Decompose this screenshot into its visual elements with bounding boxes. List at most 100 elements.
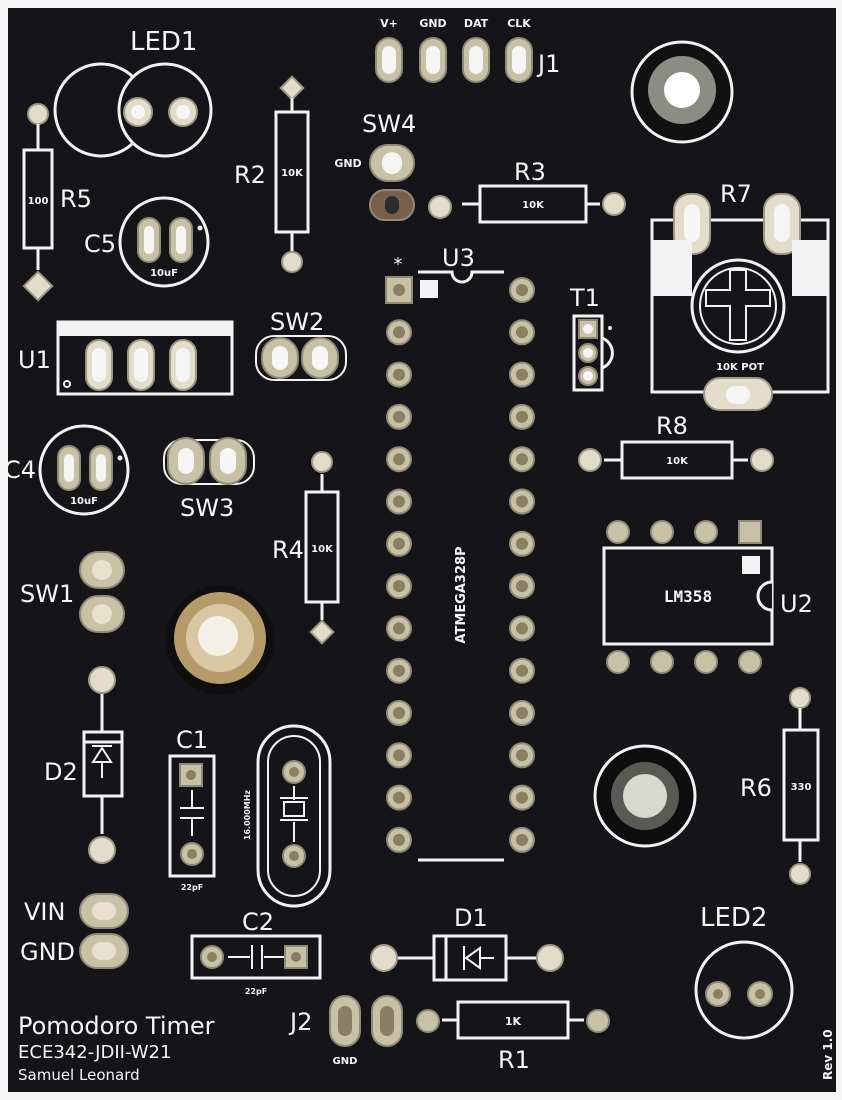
u3-pin-hole: [516, 453, 528, 466]
pcb-board: [8, 8, 836, 1092]
c4-label: C4: [4, 456, 36, 484]
u3-pin-hole: [516, 749, 528, 762]
c5-label: C5: [84, 230, 116, 258]
u3-label: U3: [442, 244, 475, 272]
u3-pin-hole: [516, 664, 528, 677]
power-input: VIN GND: [20, 893, 129, 969]
u3-pin-hole: [393, 453, 405, 466]
sw2-switch: SW2: [255, 308, 347, 381]
r5-resistor: 100 R5: [22, 103, 92, 302]
r7-potentiometer: R7 10K POT: [650, 180, 830, 411]
u3-pin-hole: [393, 537, 405, 550]
u3-pin-hole: [393, 410, 405, 423]
u3-pin-hole: [393, 664, 405, 677]
board-info: Pomodoro Timer ECE342-JDII-W21 Samuel Le…: [18, 1012, 835, 1084]
j2-header: J2 GND: [288, 995, 403, 1067]
led1-footprint: LED1: [53, 27, 213, 158]
u3-mcu: * U3 ATMEGA328P: [385, 244, 535, 862]
u3-pin-hole: [393, 791, 405, 804]
r8-label: R8: [656, 412, 688, 440]
j1-pin-gnd-label: GND: [419, 17, 446, 30]
u3-pin-hole: [516, 326, 528, 339]
board-course: ECE342-JDII-W21: [18, 1042, 171, 1063]
r6-value: 330: [791, 782, 812, 793]
r8-value: 10K: [666, 456, 689, 467]
u1-label: U1: [18, 346, 51, 374]
u3-pin-hole: [516, 537, 528, 550]
u3-value: ATMEGA328P: [454, 546, 469, 643]
r4-value: 10K: [311, 544, 334, 555]
vin-label: VIN: [24, 898, 65, 926]
j2-gnd-label: GND: [333, 1056, 358, 1067]
u2-opamp: LM358 U2: [602, 520, 813, 674]
mounting-hole-top-right: [630, 40, 734, 144]
sw2-label: SW2: [270, 308, 324, 336]
r2-value: 10K: [281, 168, 304, 179]
led2-footprint: LED2: [694, 903, 794, 1040]
r6-resistor: 330 R6: [740, 687, 820, 885]
gnd-label: GND: [20, 938, 75, 966]
u3-pin-hole: [516, 833, 528, 846]
r7-label: R7: [720, 180, 752, 208]
j1-pin-clk-label: CLK: [507, 17, 531, 30]
crystal: 16.000MHz: [243, 724, 332, 908]
j1-label: J1: [536, 50, 560, 78]
j1-pin-dat-label: DAT: [464, 17, 489, 30]
r5-label: R5: [60, 185, 92, 213]
u3-pin-hole: [516, 707, 528, 719]
j1-pin-vplus-label: V+: [380, 17, 398, 30]
d1-diode: D1: [370, 904, 564, 982]
u3-pin-hole: [393, 833, 405, 846]
crystal-value: 16.000MHz: [243, 790, 252, 841]
led2-label: LED2: [700, 903, 767, 933]
u3-pin-hole: [393, 707, 405, 719]
u2-label: U2: [780, 590, 813, 618]
sw3-switch: SW3: [163, 437, 255, 522]
j2-label: J2: [288, 1008, 312, 1036]
d2-diode: D2: [44, 666, 124, 864]
r8-resistor: R8 10K: [578, 412, 774, 480]
u3-pin-hole: [516, 580, 528, 593]
c2-value: 22pF: [245, 987, 267, 996]
u3-pin-hole: [393, 495, 405, 508]
c2-capacitor: C2 22pF: [190, 908, 322, 996]
u3-pin-hole: [516, 410, 528, 423]
mounting-hole-left: [166, 586, 274, 694]
r4-label: R4: [272, 536, 304, 564]
u3-pin-hole: [516, 791, 528, 804]
r7-value: 10K POT: [716, 362, 764, 373]
u2-value: LM358: [664, 587, 712, 606]
c5-capacitor: C5 10uF: [84, 196, 210, 288]
c2-label: C2: [242, 908, 274, 936]
sw1-label: SW1: [20, 580, 74, 608]
sw4-switch: SW4 GND: [334, 110, 416, 221]
r3-label: R3: [514, 158, 546, 186]
board-revision: Rev 1.0: [821, 1029, 835, 1080]
t1-transistor: T1: [569, 284, 614, 392]
c4-capacitor: C4 10uF: [4, 424, 130, 516]
sw4-gnd-label: GND: [334, 157, 361, 170]
j1-header: V+ GND DAT CLK J1: [375, 17, 560, 83]
led1-label: LED1: [130, 27, 197, 57]
u3-pin-hole: [393, 368, 405, 381]
r1-resistor: 1K R1: [416, 1000, 610, 1074]
u1-regulator: U1: [18, 320, 234, 396]
c4-value: 10uF: [70, 496, 98, 507]
u3-pin-hole: [516, 368, 528, 381]
u3-pin-hole: [516, 284, 528, 296]
mounting-hole-right: [593, 744, 697, 848]
r1-label: R1: [498, 1046, 530, 1074]
board-title: Pomodoro Timer: [18, 1012, 215, 1040]
c5-value: 10uF: [150, 268, 178, 279]
r4-resistor: 10K R4: [272, 451, 340, 645]
u3-pin-hole: [393, 326, 405, 339]
d1-label: D1: [454, 904, 488, 932]
r6-label: R6: [740, 774, 772, 802]
u3-star: *: [394, 254, 403, 275]
r1-value: 1K: [505, 1015, 522, 1028]
r2-label: R2: [234, 161, 266, 189]
sw1-switch: SW1: [20, 551, 125, 633]
u3-pin-hole: [393, 622, 405, 635]
u3-pin-hole: [516, 622, 528, 635]
